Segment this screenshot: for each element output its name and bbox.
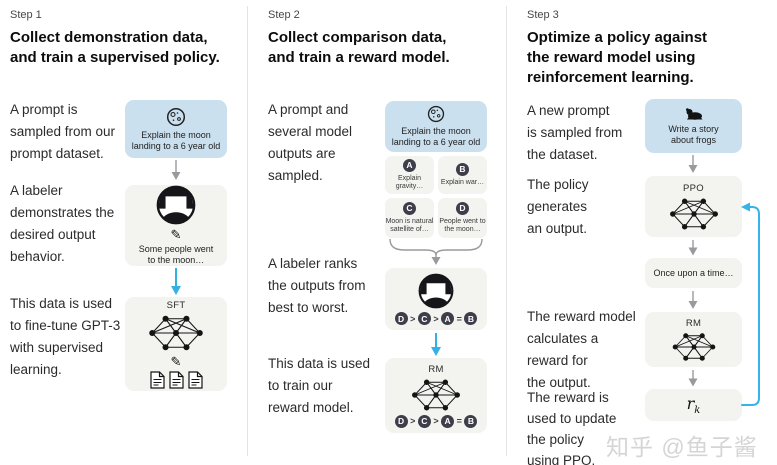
step-label-1: Step 1	[10, 9, 42, 21]
reward-value-box: rk	[645, 389, 742, 421]
output-card-a: A Explain gravity…	[385, 156, 434, 194]
output-card-text: Moon is natural satellite of…	[385, 217, 434, 234]
rank-badge: C	[417, 312, 431, 325]
pencil-icon: ✎	[170, 227, 182, 242]
prompt-text: Explain the moon landing to a 6 year old	[131, 129, 221, 151]
arrow-down-icon	[171, 160, 181, 180]
reward-value: rk	[686, 393, 701, 417]
ranking-row: D > C > A = B	[394, 312, 478, 325]
prompt-box: Write a story about frogs	[645, 99, 742, 153]
column-divider	[247, 6, 248, 456]
output-text: Once upon a time…	[653, 267, 734, 278]
arrow-down-blue-icon	[171, 268, 181, 295]
column-title-1: Collect demonstration data, and train a …	[10, 29, 220, 66]
paragraph: A new prompt is sampled from the dataset…	[527, 103, 623, 162]
rank-badge: D	[394, 414, 408, 428]
model-label: SFT	[166, 299, 186, 311]
prompt-text: Write a story about frogs	[668, 123, 719, 145]
moon-icon	[166, 107, 186, 126]
step-label-3: Step 3	[527, 9, 559, 21]
arrow-down-icon	[688, 291, 698, 309]
neural-network-icon	[149, 315, 203, 350]
arrow-down-icon	[688, 370, 698, 387]
paragraph: The reward is used to update the policy …	[527, 390, 617, 465]
model-label: RM	[428, 363, 444, 375]
neural-network-icon	[412, 379, 460, 410]
paragraph: A labeler ranks the outputs from best to…	[268, 256, 366, 315]
arrow-down-icon	[688, 240, 698, 256]
rank-badge: B	[464, 312, 478, 325]
output-card-text: Explain gravity…	[395, 174, 424, 191]
arrow-down-icon	[688, 155, 698, 173]
neural-network-icon	[669, 198, 718, 229]
rm-model-box: RM D > C > A	[385, 358, 487, 433]
rank-badge: D	[394, 312, 408, 325]
labeler-avatar-icon	[418, 273, 454, 309]
output-card-text: Explain war…	[440, 178, 485, 186]
prompt-box: Explain the moon landing to a 6 year old	[125, 100, 227, 158]
labeler-rank-box: D > C > A = B	[385, 268, 487, 330]
neural-network-icon	[672, 332, 715, 361]
rank-badge: C	[417, 414, 431, 428]
output-badge: A	[403, 158, 416, 172]
output-card-d: D People went to the moon…	[438, 198, 487, 238]
ppo-model-box: PPO	[645, 176, 742, 237]
paragraph: This data is used to fine-tune GPT-3 wit…	[10, 296, 121, 377]
moon-icon	[427, 105, 445, 123]
rank-separator: =	[456, 313, 462, 324]
rank-badge: A	[441, 312, 455, 325]
column-divider	[506, 6, 507, 456]
output-card-b: B Explain war…	[438, 156, 487, 194]
prompt-box: Explain the moon landing to a 6 year old	[385, 101, 487, 152]
output-badge: D	[456, 201, 469, 215]
zhihu-watermark: 知乎 @鱼子酱	[606, 434, 758, 460]
ranking-row: D > C > A = B	[394, 414, 478, 428]
prompt-text: Explain the moon landing to a 6 year old	[391, 126, 481, 147]
feedback-loop-arrow-icon	[741, 202, 760, 406]
model-label: PPO	[683, 182, 704, 194]
output-card-text: People went to the moon…	[439, 217, 486, 234]
merge-brace-arrow-icon	[389, 238, 483, 265]
rank-separator: =	[456, 416, 462, 426]
rank-separator: >	[410, 416, 416, 426]
rank-separator: >	[410, 313, 416, 324]
documents-icon	[149, 370, 203, 389]
paragraph: The policy generates an output.	[527, 177, 589, 236]
sft-model-box: SFT ✎	[125, 297, 227, 391]
rank-badge: A	[441, 414, 455, 428]
step-label-2: Step 2	[268, 9, 300, 21]
output-badge: C	[403, 201, 416, 215]
model-label: RM	[685, 317, 702, 329]
labeler-avatar-icon	[156, 185, 196, 225]
rm-model-box: RM	[645, 312, 742, 367]
output-text-box: Once upon a time…	[645, 258, 742, 288]
paragraph: A prompt is sampled from our prompt data…	[10, 102, 116, 161]
output-card-c: C Moon is natural satellite of…	[385, 198, 434, 238]
arrow-down-blue-icon	[431, 333, 441, 356]
rank-badge: B	[464, 414, 478, 428]
rank-separator: >	[433, 416, 439, 426]
paragraph: A labeler demonstrates the desired outpu…	[10, 183, 115, 264]
paragraph: The reward model calculates a reward for…	[527, 309, 636, 390]
paragraph: A prompt and several model outputs are s…	[268, 102, 353, 183]
output-badge: B	[456, 162, 469, 176]
labeler-demo-box: ✎ Some people went to the moon…	[125, 185, 227, 266]
rank-separator: >	[433, 313, 439, 324]
frog-icon	[685, 107, 702, 120]
column-title-3: Optimize a policy against the reward mod…	[527, 29, 708, 86]
labeler-demo-text: Some people went to the moon…	[138, 244, 214, 265]
column-title-2: Collect comparison data, and train a rew…	[268, 29, 450, 66]
pencil-icon: ✎	[170, 353, 182, 369]
paragraph: This data is used to train our reward mo…	[268, 356, 371, 415]
